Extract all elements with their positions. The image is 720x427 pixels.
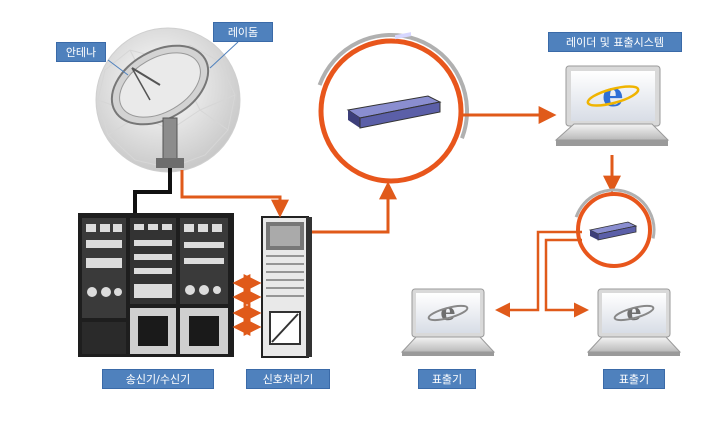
cabinet-processor-arrows <box>232 274 262 336</box>
display-laptop-1 <box>400 288 496 356</box>
transceiver-cabinet-icon <box>78 213 234 357</box>
display-label-2: 표출기 <box>603 369 665 389</box>
svg-text:e: e <box>440 297 455 326</box>
radar-display-monitor <box>554 65 670 146</box>
radar-dish-icon <box>110 44 210 168</box>
radome-pointer <box>209 41 239 69</box>
radar-display-system-label: 레이더 및 표출시스템 <box>548 32 682 52</box>
antenna-to-processor-arrow <box>180 170 289 218</box>
processor-to-server-arrow <box>312 181 397 234</box>
rack-server-icon <box>346 32 442 129</box>
signal-processor-label: 신호처리기 <box>246 369 330 389</box>
antenna-label: 안테나 <box>56 42 106 62</box>
ie-logo-icon-laptop-1: e <box>427 297 469 326</box>
svg-text:e: e <box>626 297 641 326</box>
subserver-to-displays-arrows <box>495 230 589 318</box>
transceiver-label: 송신기/수신기 <box>102 369 214 389</box>
antenna-cable <box>133 168 172 213</box>
signal-processor-tower-icon <box>261 216 312 358</box>
display-laptop-2 <box>586 288 682 356</box>
antenna-pointer <box>107 59 129 76</box>
ie-logo-icon-laptop-2: e <box>613 297 655 326</box>
display-label-1: 표출기 <box>418 369 476 389</box>
sub-rack-server-icon <box>588 221 638 241</box>
ie-logo-icon: e <box>586 75 640 115</box>
radome-label: 레이돔 <box>213 22 273 42</box>
svg-text:e: e <box>602 75 624 115</box>
